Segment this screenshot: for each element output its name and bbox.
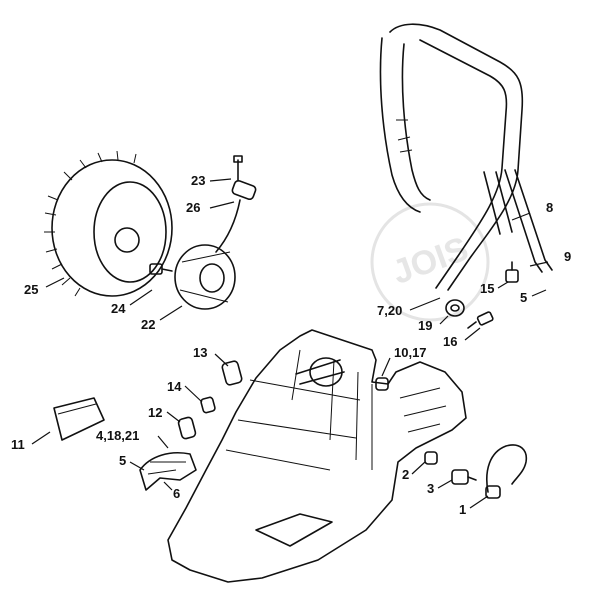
callout-10-17: 10,17 xyxy=(394,345,427,360)
callout-14: 14 xyxy=(167,379,182,394)
callout-19: 19 xyxy=(418,318,433,333)
callout-4-18-21: 4,18,21 xyxy=(96,428,140,443)
callout-1: 1 xyxy=(459,502,467,517)
callout-11: 11 xyxy=(11,437,25,452)
callout-22: 22 xyxy=(141,317,156,332)
callout-3: 3 xyxy=(427,481,435,496)
callout-9: 9 xyxy=(564,249,572,264)
bushing-10-17 xyxy=(375,377,389,391)
handlebar xyxy=(379,23,553,291)
ignition-coil xyxy=(174,244,236,310)
bracket-5-6 xyxy=(139,452,197,491)
callout-26: 26 xyxy=(186,200,201,215)
pin-14 xyxy=(200,396,216,414)
connector-3 xyxy=(451,469,477,485)
callout-2: 2 xyxy=(402,467,410,482)
svg-text:JOIS: JOIS xyxy=(387,230,473,292)
cover-11 xyxy=(53,397,105,441)
callout-13: 13 xyxy=(193,345,208,360)
callout-23: 23 xyxy=(191,173,206,188)
screw-24 xyxy=(149,263,173,275)
callout-5-right: 5 xyxy=(520,290,528,305)
screw-16 xyxy=(467,311,494,329)
crankcase-housing xyxy=(167,329,467,583)
callout-5-left: 5 xyxy=(119,453,127,468)
callout-7-20: 7,20 xyxy=(377,303,403,318)
callout-25: 25 xyxy=(24,282,39,297)
callout-16: 16 xyxy=(443,334,458,349)
buffer-12 xyxy=(177,416,197,440)
callout-24: 24 xyxy=(111,301,126,316)
callout-6: 6 xyxy=(173,486,181,501)
washer-19 xyxy=(445,299,465,317)
screw-15 xyxy=(505,261,519,283)
pin-13 xyxy=(221,360,243,386)
callout-8: 8 xyxy=(546,200,554,215)
flywheel xyxy=(44,150,173,297)
sleeve-2 xyxy=(424,451,438,465)
pin-23 xyxy=(233,155,243,181)
leader-lines xyxy=(31,178,549,509)
callout-15: 15 xyxy=(480,281,495,296)
callout-12: 12 xyxy=(148,405,163,420)
spark-plug-boot xyxy=(215,179,257,253)
ground-wire xyxy=(485,444,528,499)
